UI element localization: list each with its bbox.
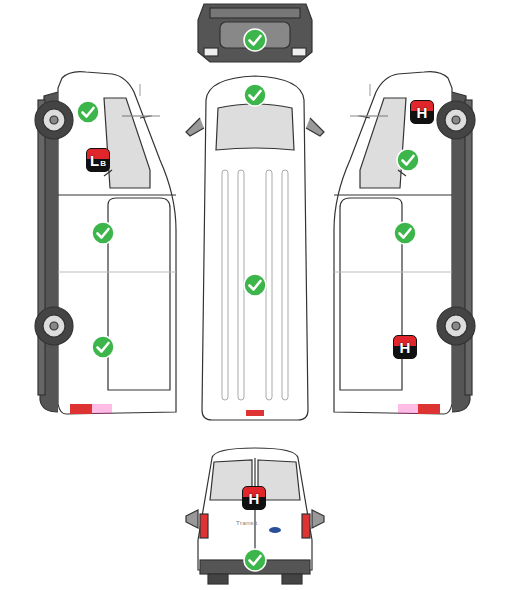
badge-letter: H <box>249 491 260 506</box>
badge-letter: H <box>400 340 411 355</box>
badge-letter: L <box>90 153 99 168</box>
rating-badge: H <box>393 335 417 359</box>
badge-letter: B <box>100 160 106 168</box>
badge-letter: H <box>417 105 428 120</box>
model-badge-text: Transit <box>236 520 258 526</box>
rating-badge: H <box>242 486 266 510</box>
rating-badge: H <box>410 100 434 124</box>
rating-badge: LB <box>86 148 110 172</box>
